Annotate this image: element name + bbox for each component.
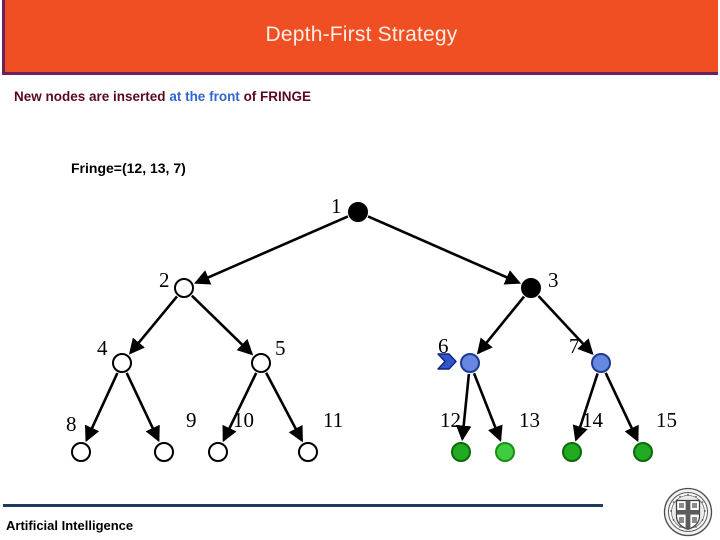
tree-node-10[interactable] — [208, 442, 228, 462]
tree-node-7[interactable] — [591, 353, 611, 373]
tree-node-label-7: 7 — [569, 334, 580, 358]
tree-node-label-10: 10 — [233, 408, 254, 432]
tree-node-label-6: 6 — [438, 334, 449, 358]
tree-node-label-15: 15 — [656, 408, 677, 432]
tree-node-label-2: 2 — [159, 268, 170, 292]
footer-divider — [3, 504, 603, 507]
tree-node-15[interactable] — [633, 442, 653, 462]
tree-node-2[interactable] — [174, 278, 194, 298]
subtitle-line: New nodes are inserted at the front of F… — [14, 89, 311, 104]
tree-edge — [264, 372, 304, 443]
page-title: Depth-First Strategy — [265, 23, 458, 46]
footer-label: Artificial Intelligence — [6, 518, 134, 533]
tree-node-8[interactable] — [71, 442, 91, 462]
tree-node-label-3: 3 — [548, 268, 559, 292]
tree-edge — [476, 295, 526, 355]
university-seal-icon — [663, 487, 713, 537]
tree-node-label-5: 5 — [275, 336, 286, 360]
tree-node-5[interactable] — [251, 353, 271, 373]
tree-node-label-8: 8 — [66, 412, 77, 436]
subtitle-part1: New nodes are inserted — [14, 89, 170, 104]
tree-edge — [128, 295, 178, 355]
tree-node-label-13: 13 — [519, 408, 540, 432]
tree-node-label-12: 12 — [440, 408, 461, 432]
tree-edge — [472, 372, 503, 442]
tree-node-label-11: 11 — [323, 408, 344, 432]
tree-node-1[interactable] — [348, 202, 368, 222]
tree-edge — [455, 373, 472, 442]
fringe-label: Fringe=(12, 13, 7) — [71, 160, 186, 176]
tree-node-6[interactable] — [460, 353, 480, 373]
current-node-pointer-icon — [437, 353, 457, 370]
tree-node-label-1: 1 — [331, 194, 342, 218]
tree-edge — [125, 372, 160, 443]
tree-edge — [194, 215, 349, 285]
tree-node-3[interactable] — [521, 278, 541, 298]
title-banner: Depth-First Strategy — [2, 0, 718, 75]
tree-node-label-14: 14 — [582, 408, 603, 432]
tree-edge — [537, 295, 594, 356]
tree-node-label-4: 4 — [97, 336, 108, 360]
subtitle-part2: of FRINGE — [239, 89, 312, 104]
tree-edge — [604, 372, 639, 443]
subtitle-highlight: at the front — [169, 89, 240, 104]
tree-node-4[interactable] — [112, 353, 132, 373]
tree-node-14[interactable] — [562, 442, 582, 462]
tree-edge — [190, 294, 254, 356]
tree-node-11[interactable] — [298, 442, 318, 462]
tree-node-12[interactable] — [451, 442, 471, 462]
tree-node-13[interactable] — [495, 442, 515, 462]
tree-node-label-9: 9 — [186, 408, 197, 432]
tree-edge — [367, 215, 522, 285]
tree-edge — [85, 372, 119, 443]
tree-node-9[interactable] — [154, 442, 174, 462]
